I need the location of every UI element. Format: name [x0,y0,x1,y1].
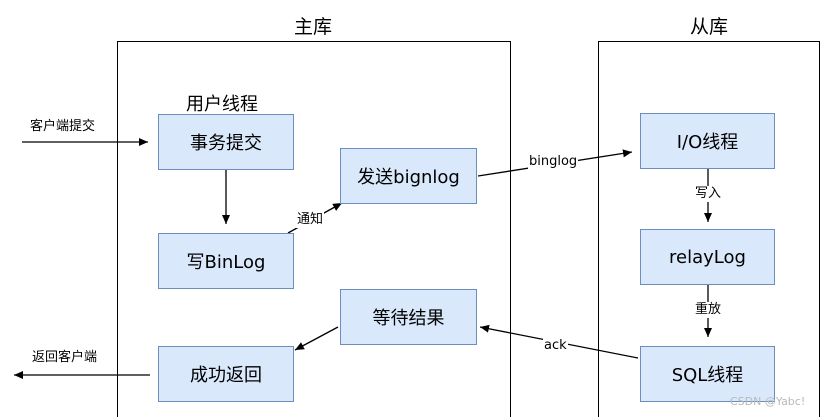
master-container [117,41,511,417]
write-in-label: 写入 [694,186,723,202]
replay-label: 重放 [694,302,723,318]
slave-title: 从库 [690,16,729,38]
master-title: 主库 [294,16,333,38]
return-client-label: 返回客户端 [32,350,98,365]
user-thread-heading: 用户线程 [186,94,258,115]
wait-result-box: 等待结果 [340,289,477,345]
commit-transaction-box: 事务提交 [158,114,294,170]
write-binlog-box: 写BinLog [158,233,294,289]
binlog-label: binglog [528,154,579,170]
sql-thread-box: SQL线程 [640,346,775,402]
ack-label: ack [543,338,568,354]
client-submit-label: 客户端提交 [30,119,96,134]
arrow-wait-to-return [294,326,339,351]
slave-container [598,41,820,417]
watermark: CSDN @Yabc! [730,395,806,408]
return-success-box: 成功返回 [158,346,294,402]
relay-log-box: relayLog [640,229,775,285]
io-thread-box: I/O线程 [640,113,775,169]
notify-label: 通知 [296,212,325,228]
send-binlog-box: 发送bignlog [340,148,477,204]
